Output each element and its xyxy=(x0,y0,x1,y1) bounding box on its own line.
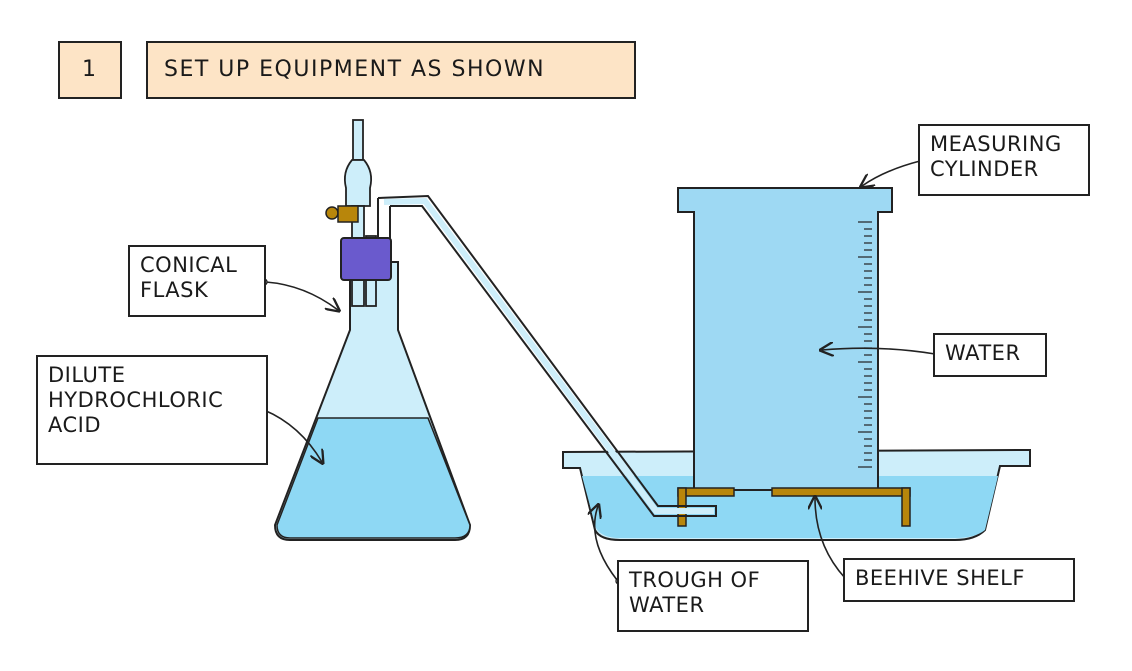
label-water: WATER xyxy=(933,333,1047,377)
cylinder-scale xyxy=(858,221,872,468)
rubber-stopper xyxy=(340,237,392,281)
conical-flask xyxy=(273,261,472,541)
tap-icon xyxy=(325,206,339,220)
step-instruction: SET UP EQUIPMENT AS SHOWN xyxy=(146,41,636,99)
step-number: 1 xyxy=(58,41,122,99)
label-trough-of-water: TROUGH OF WATER xyxy=(617,560,809,632)
measuring-cylinder xyxy=(677,187,893,491)
flask-acid xyxy=(276,417,471,539)
label-measuring-cylinder: MEASURING CYLINDER xyxy=(918,124,1090,196)
label-beehive-shelf: BEEHIVE SHELF xyxy=(843,558,1075,602)
label-dilute-acid: DILUTE HYDROCHLORIC ACID xyxy=(36,355,268,465)
label-conical-flask: CONICAL FLASK xyxy=(128,245,266,317)
pointer-arrows xyxy=(263,160,936,581)
